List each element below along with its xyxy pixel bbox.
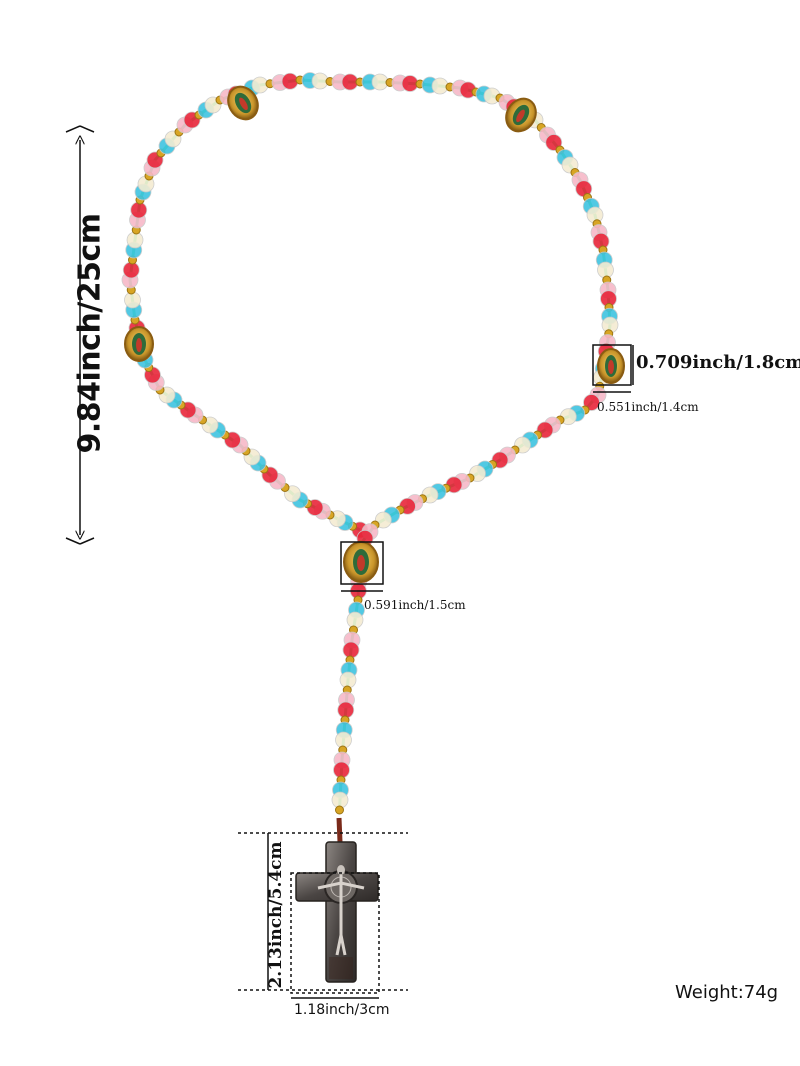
center-medal-width-label: 0.591inch/1.5cm	[364, 598, 466, 612]
overall-length-label: 9.84inch/25cm	[72, 213, 108, 454]
bead-chain	[121, 72, 619, 815]
length-arrow-icon	[65, 125, 95, 545]
crystal-bead	[122, 261, 140, 279]
side-medal-width-label: 0.551inch/1.4cm	[597, 400, 699, 414]
guadalupe-medal-top-right	[505, 97, 537, 133]
guadalupe-medal-center	[343, 541, 379, 583]
crystal-bead	[346, 611, 364, 629]
crystal-bead	[126, 231, 144, 249]
side-medal-measure-box	[592, 344, 634, 393]
guadalupe-medal-right	[597, 348, 625, 384]
crystal-bead	[342, 641, 360, 659]
crystal-bead	[124, 291, 141, 309]
cross-height-label: 2.13inch/5.4cm	[266, 841, 286, 989]
spacer-bead	[335, 805, 344, 815]
guadalupe-medal-left	[124, 326, 154, 362]
cross-measure-box	[238, 832, 408, 999]
cross-width-label: 1.18inch/3cm	[294, 1002, 390, 1018]
crystal-bead	[251, 76, 269, 94]
weight-label: Weight:74g	[675, 982, 779, 1003]
crystal-bead	[597, 261, 614, 279]
saint-benedict-crucifix-icon	[295, 817, 379, 983]
crystal-bead	[431, 77, 449, 95]
guadalupe-medal-top-left	[227, 85, 259, 121]
crystal-bead	[130, 201, 148, 219]
center-medal-measure-box	[340, 541, 384, 592]
cord	[128, 78, 612, 811]
crystal-bead	[281, 72, 299, 90]
side-medal-height-label: 0.709inch/1.8cm	[636, 352, 800, 373]
